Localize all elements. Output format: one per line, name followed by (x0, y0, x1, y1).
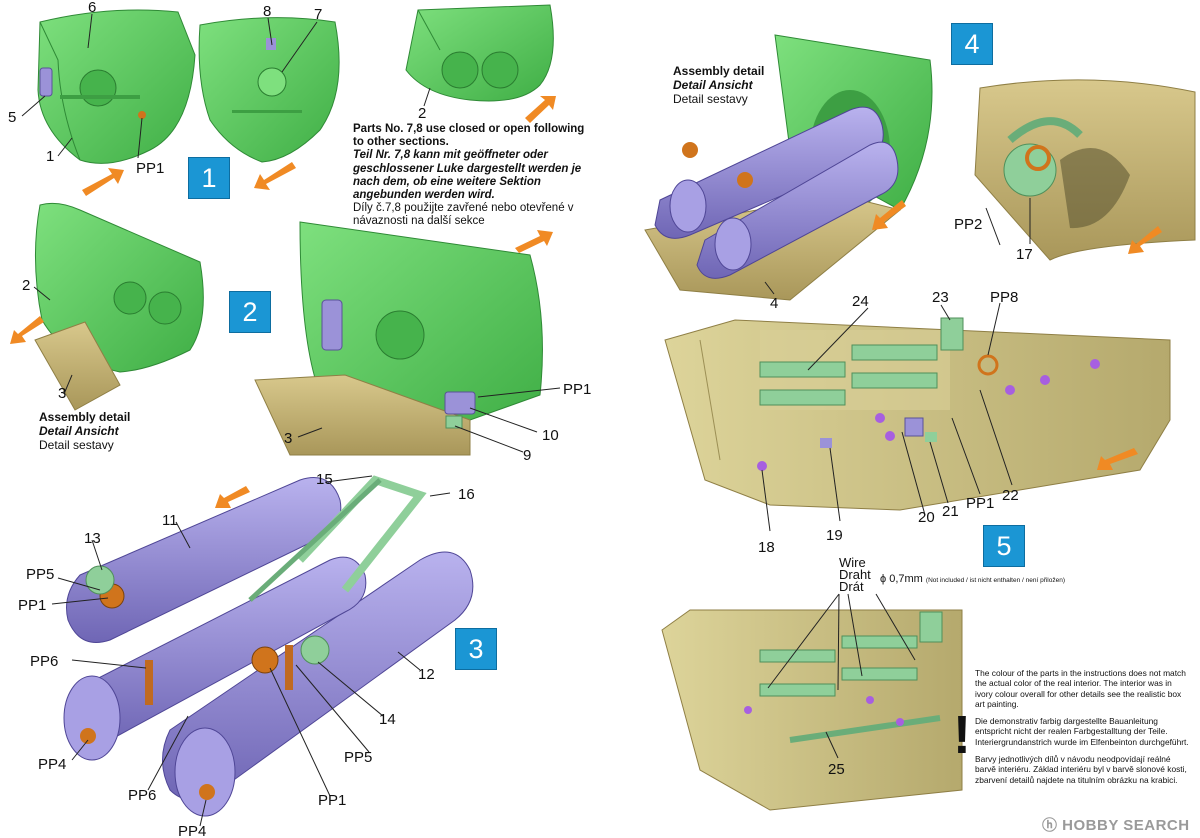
part-label: 2 (22, 277, 30, 294)
part-label: 18 (758, 539, 775, 556)
part-label: 4 (770, 295, 778, 312)
part-label: 1 (46, 148, 54, 165)
watermark-logo: ⓗ HOBBY SEARCH (1042, 817, 1190, 834)
part-label: 14 (379, 711, 396, 728)
parts-note-de: Teil Nr. 7,8 kann mit geöffneter oder ge… (353, 149, 582, 202)
part-label: 24 (852, 293, 869, 310)
part-label: 10 (542, 427, 559, 444)
arrow-icon (1097, 448, 1138, 470)
assembly-cz: Detail sestavy (39, 438, 114, 452)
part-label: 12 (418, 666, 435, 683)
arrow-icon (215, 486, 250, 508)
part-label: 2 (418, 105, 426, 122)
part-label: PP1 (318, 792, 346, 809)
part-label: PP1 (966, 495, 994, 512)
colour-note-en: The colour of the parts in the instructi… (975, 668, 1186, 709)
step-badge-4: 4 (951, 23, 993, 65)
arrow-icon (515, 230, 553, 253)
wire-diameter: ϕ 0,7mm (880, 573, 923, 585)
part-label: 8 (263, 3, 271, 20)
part-label: PP1 (18, 597, 46, 614)
leader-lines (21, 13, 1031, 827)
part-label: 11 (162, 512, 178, 529)
step3-tanks (63, 475, 474, 817)
step2-bulkhead-assembly (254, 221, 543, 456)
step2-bulkhead-left (34, 202, 204, 411)
part-label: 22 (1002, 487, 1019, 504)
wire-label: Wire Draht Drát (839, 555, 871, 594)
part-label: PP1 (136, 160, 164, 177)
assembly-de: Detail Ansicht (39, 424, 119, 438)
part-label: PP5 (26, 566, 54, 583)
arrow-icon (872, 200, 906, 230)
wire-not-included: (Not included / ist nicht enthalten / ne… (925, 577, 1066, 584)
step-badge-3: 3 (455, 628, 497, 670)
arrow-icon (82, 168, 124, 196)
step5-hull (664, 317, 1171, 511)
step1-bulkhead-front (37, 9, 196, 164)
colour-note-de: Die demonstrativ farbig dargestellte Bau… (975, 716, 1189, 747)
part-label: 7 (314, 6, 322, 23)
part-label: 9 (523, 447, 531, 464)
warning-exclamation-icon: ! (953, 705, 971, 765)
step4-detail (974, 79, 1196, 261)
wire-spec: ϕ 0,7mm (Not included / ist nicht enthal… (880, 573, 1065, 585)
part-label: 17 (1016, 246, 1033, 263)
arrow-icon (525, 96, 556, 123)
assembly-caption-step4: Assembly detail Detail Ansicht Detail se… (673, 64, 764, 106)
assembly-caption-step2: Assembly detail Detail Ansicht Detail se… (39, 410, 130, 452)
part-label: PP6 (128, 787, 156, 804)
assembly-en: Assembly detail (673, 64, 765, 78)
part-label: 16 (458, 486, 475, 503)
part-label: 23 (932, 289, 949, 306)
part-label: 21 (942, 503, 959, 520)
step1-bulkhead-rear (198, 17, 340, 163)
parts-note-cz: Díly č.7,8 použijte zavřené nebo otevřen… (353, 202, 574, 228)
wire-label-en: Wire (839, 555, 866, 570)
part-label: 5 (8, 109, 16, 126)
part-label: 13 (84, 530, 101, 547)
wire-label-cz: Drát (839, 579, 864, 594)
assembly-de: Detail Ansicht (673, 78, 753, 92)
part-label: PP4 (38, 756, 66, 773)
step-badge-5: 5 (983, 525, 1025, 567)
assembly-en: Assembly detail (39, 410, 131, 424)
part-label: 19 (826, 527, 843, 544)
step4-assembly (644, 34, 933, 301)
colour-note: The colour of the parts in the instructi… (975, 668, 1190, 792)
part-label: 3 (58, 385, 66, 402)
colour-note-cz: Barvy jednotlivých dílů v návodu neodpov… (975, 754, 1187, 785)
step-badge-2: 2 (229, 291, 271, 333)
arrow-icon (254, 162, 296, 190)
part-label: PP1 (563, 381, 591, 398)
part-label: 3 (284, 430, 292, 447)
parts-note: Parts No. 7,8 use closed or open followi… (353, 123, 598, 229)
step-badge-1: 1 (188, 157, 230, 199)
parts-note-en: Parts No. 7,8 use closed or open followi… (353, 123, 585, 149)
part-label: 6 (88, 0, 96, 16)
part-label: PP5 (344, 749, 372, 766)
step5-wire-detail (661, 609, 963, 811)
step1-bulkhead-part2 (405, 4, 554, 102)
wire-label-de: Draht (839, 567, 871, 582)
arrow-icon (10, 316, 44, 344)
part-label: PP2 (954, 216, 982, 233)
assembly-cz: Detail sestavy (673, 92, 748, 106)
part-labels: 6 8 7 5 1 PP1 2 2 3 PP1 3 10 9 15 16 11 … (8, 0, 1033, 838)
part-label: 25 (828, 761, 845, 778)
part-label: PP4 (178, 823, 206, 838)
part-label: 20 (918, 509, 935, 526)
arrow-icon (1128, 226, 1162, 254)
part-label: PP8 (990, 289, 1018, 306)
arrows (10, 96, 1162, 508)
part-label: 15 (316, 471, 333, 488)
part-label: PP6 (30, 653, 58, 670)
